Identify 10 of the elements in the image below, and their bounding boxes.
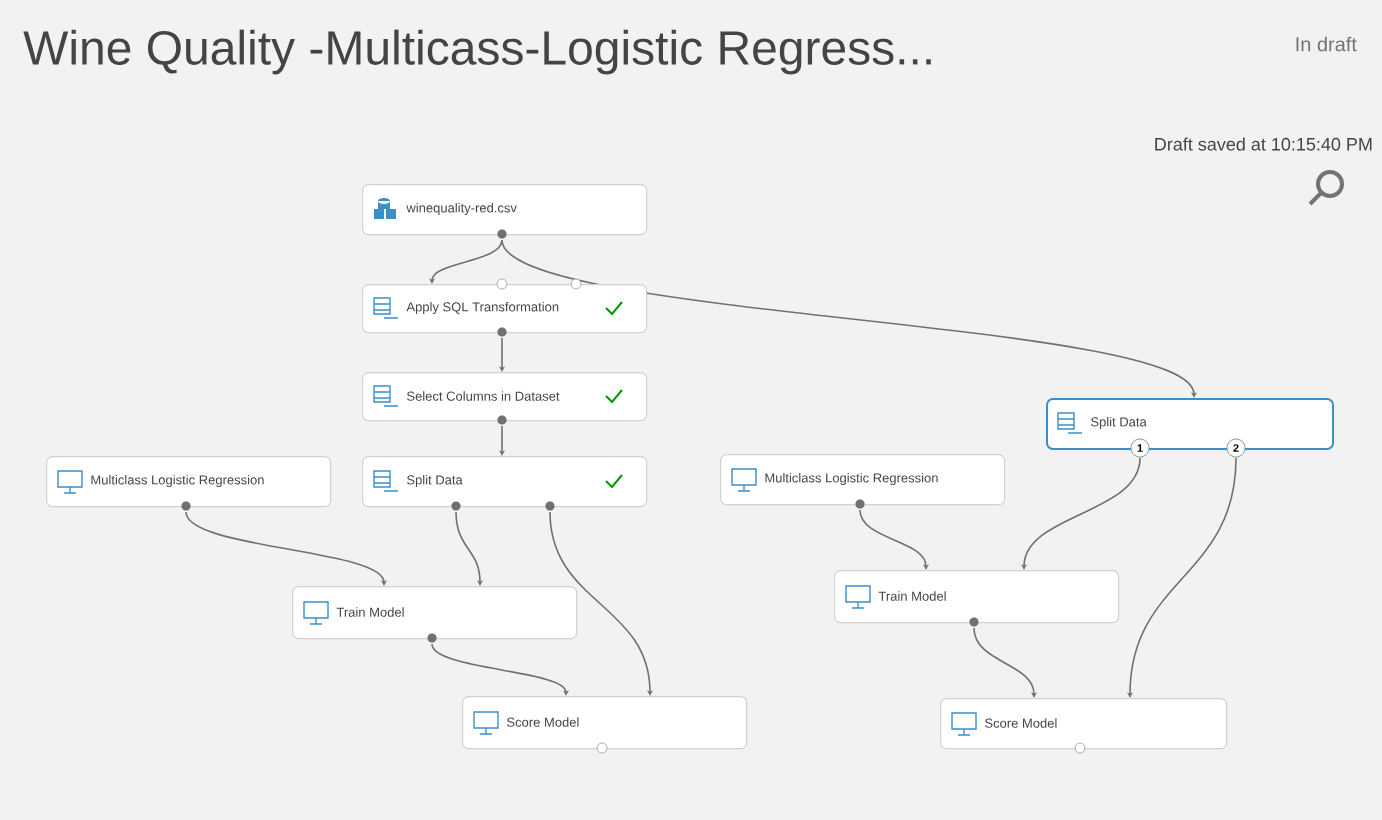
connector [185,511,388,586]
status-text: In draft [1296,36,1357,52]
connector [455,511,484,586]
connector [859,509,930,570]
save-status: Draft saved at 10:15:40 PM [1155,137,1372,151]
page-title: Wine Quality -Multicass-Logistic Regress... [23,29,931,75]
connector [973,627,1038,698]
connector [431,643,570,696]
connector [501,239,1198,398]
connector [549,511,654,696]
